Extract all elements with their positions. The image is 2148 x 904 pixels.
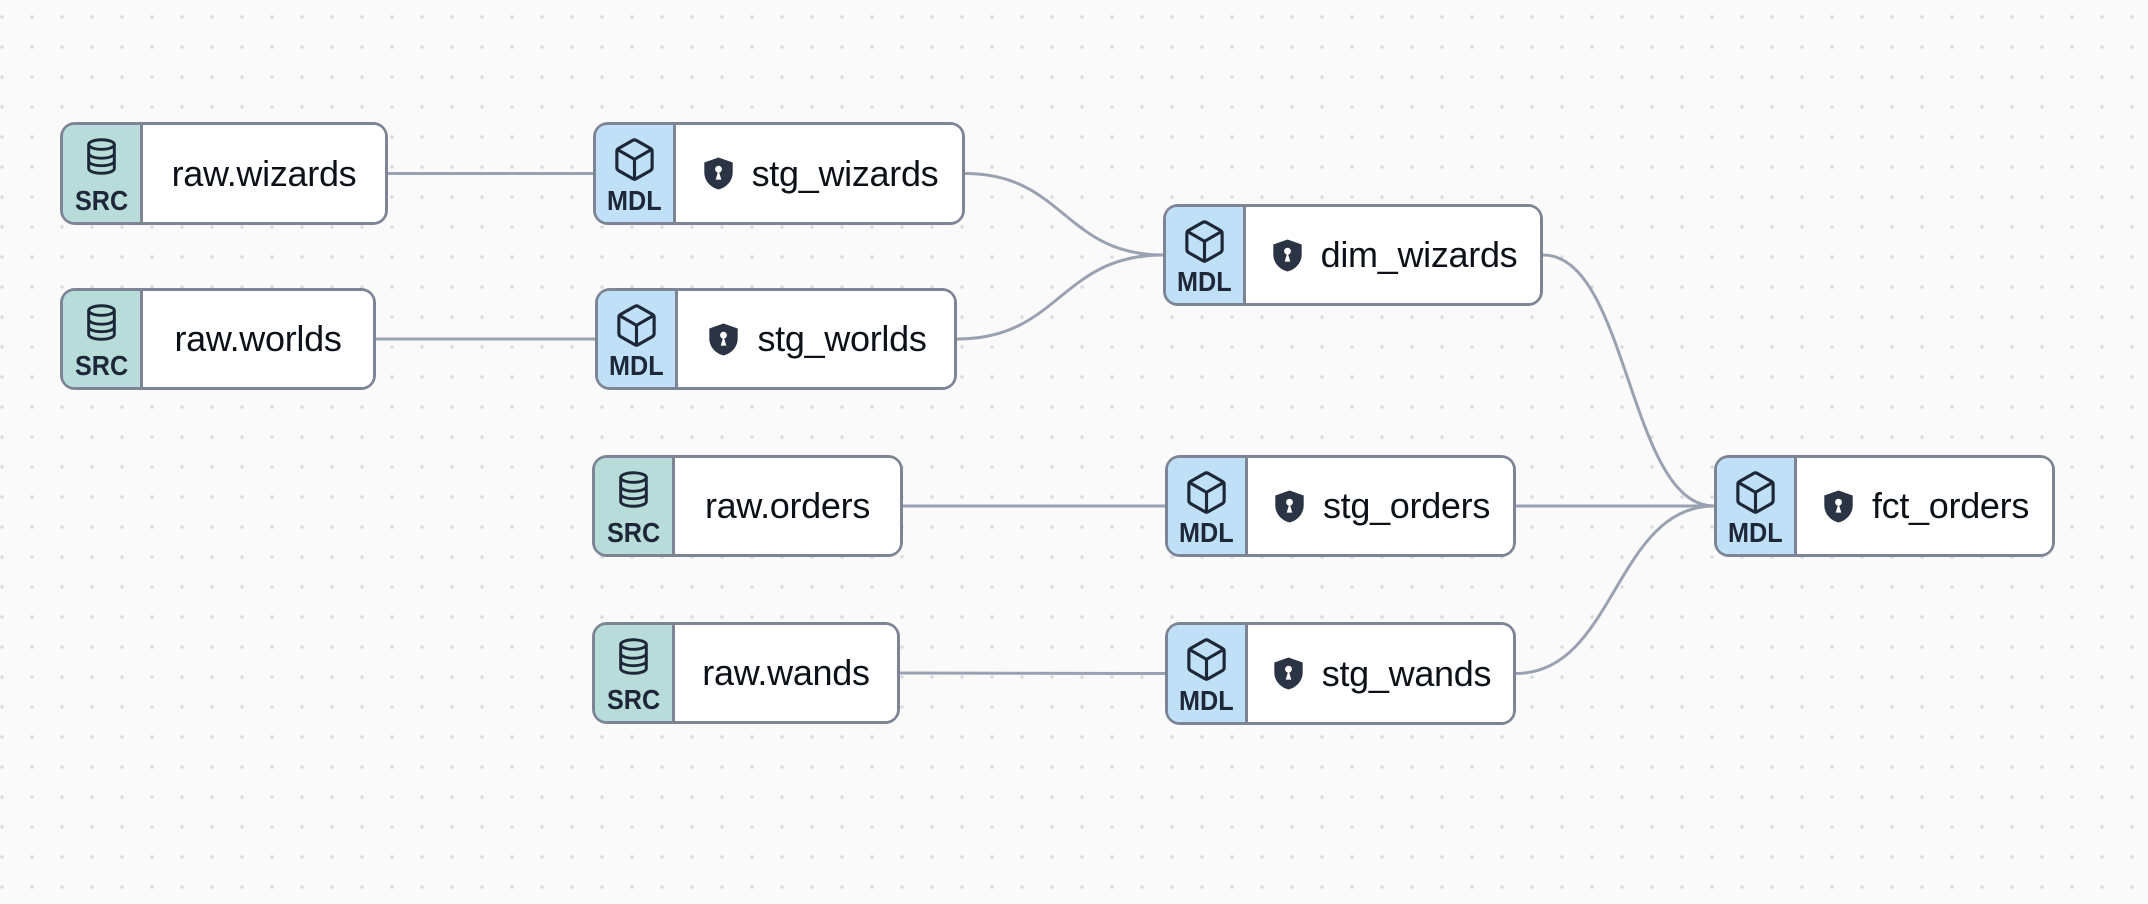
node-label: stg_wands	[1321, 652, 1492, 694]
model-type-badge: MDL	[596, 125, 676, 222]
database-icon	[613, 469, 654, 510]
shield-icon	[705, 321, 742, 358]
shield-icon	[1270, 655, 1307, 692]
edge-stg-wizards-to-dim-wizards	[963, 172, 1165, 257]
node-body: raw.wizards	[143, 125, 385, 222]
node-body: stg_orders	[1248, 458, 1513, 554]
badge-label: MDL	[607, 185, 662, 216]
cube-icon	[613, 302, 660, 349]
model-type-badge: MDL	[1168, 458, 1248, 554]
node-label: stg_orders	[1322, 485, 1491, 526]
node-raw-wizards[interactable]: SRC raw.wizards	[60, 122, 388, 225]
edge-raw-wands-to-stg-wands	[898, 671, 1167, 675]
source-type-badge: SRC	[595, 458, 675, 554]
node-body: raw.wands	[675, 625, 897, 721]
edge-stg-worlds-to-dim-wizards	[955, 253, 1165, 341]
node-body: raw.worlds	[143, 291, 373, 387]
shield-icon	[1269, 237, 1306, 274]
database-icon	[81, 302, 122, 343]
model-type-badge: MDL	[1168, 625, 1248, 722]
node-body: stg_wands	[1248, 625, 1513, 722]
badge-label: MDL	[1728, 517, 1783, 548]
source-type-badge: SRC	[595, 625, 675, 721]
cube-icon	[1183, 469, 1230, 516]
node-body: dim_wizards	[1246, 207, 1540, 303]
node-label: fct_orders	[1871, 485, 2030, 526]
node-label: raw.worlds	[174, 318, 342, 359]
node-raw-wands[interactable]: SRC raw.wands	[592, 622, 900, 724]
shield-icon	[1820, 488, 1857, 525]
node-body: stg_wizards	[676, 125, 962, 222]
badge-label: SRC	[606, 517, 661, 548]
badge-label: MDL	[1177, 266, 1232, 297]
database-icon	[81, 136, 122, 177]
cube-icon	[1183, 636, 1230, 683]
cube-icon	[611, 136, 658, 183]
model-type-badge: MDL	[598, 291, 678, 387]
badge-label: SRC	[74, 350, 129, 381]
edge-dim-wizards-to-fct-orders	[1541, 253, 1716, 508]
node-body: stg_worlds	[678, 291, 954, 387]
node-stg-wands[interactable]: MDL stg_wands	[1165, 622, 1516, 725]
badge-label: SRC	[74, 185, 129, 216]
node-label: dim_wizards	[1320, 234, 1518, 275]
node-label: stg_worlds	[757, 318, 927, 359]
source-type-badge: SRC	[63, 125, 143, 222]
node-stg-orders[interactable]: MDL stg_orders	[1165, 455, 1516, 557]
model-type-badge: MDL	[1717, 458, 1797, 554]
cube-icon	[1181, 218, 1228, 265]
node-dim-wizards[interactable]: MDL dim_wizards	[1163, 204, 1543, 306]
cube-icon	[1732, 469, 1779, 516]
model-type-badge: MDL	[1166, 207, 1246, 303]
shield-icon	[1271, 488, 1308, 525]
badge-label: MDL	[609, 350, 664, 381]
node-raw-worlds[interactable]: SRC raw.worlds	[60, 288, 376, 390]
shield-icon	[700, 155, 737, 192]
badge-label: MDL	[1179, 685, 1234, 716]
node-stg-worlds[interactable]: MDL stg_worlds	[595, 288, 957, 390]
source-type-badge: SRC	[63, 291, 143, 387]
node-raw-orders[interactable]: SRC raw.orders	[592, 455, 903, 557]
node-label: raw.wizards	[171, 152, 357, 194]
node-label: stg_wizards	[751, 152, 939, 194]
node-label: raw.orders	[704, 485, 871, 526]
database-icon	[613, 636, 654, 677]
edge-stg-wands-to-fct-orders	[1514, 504, 1716, 675]
badge-label: MDL	[1179, 517, 1234, 548]
node-fct-orders[interactable]: MDL fct_orders	[1714, 455, 2055, 557]
badge-label: SRC	[606, 684, 661, 715]
node-stg-wizards[interactable]: MDL stg_wizards	[593, 122, 965, 225]
node-body: fct_orders	[1797, 458, 2052, 554]
node-body: raw.orders	[675, 458, 900, 554]
node-label: raw.wands	[702, 652, 870, 693]
